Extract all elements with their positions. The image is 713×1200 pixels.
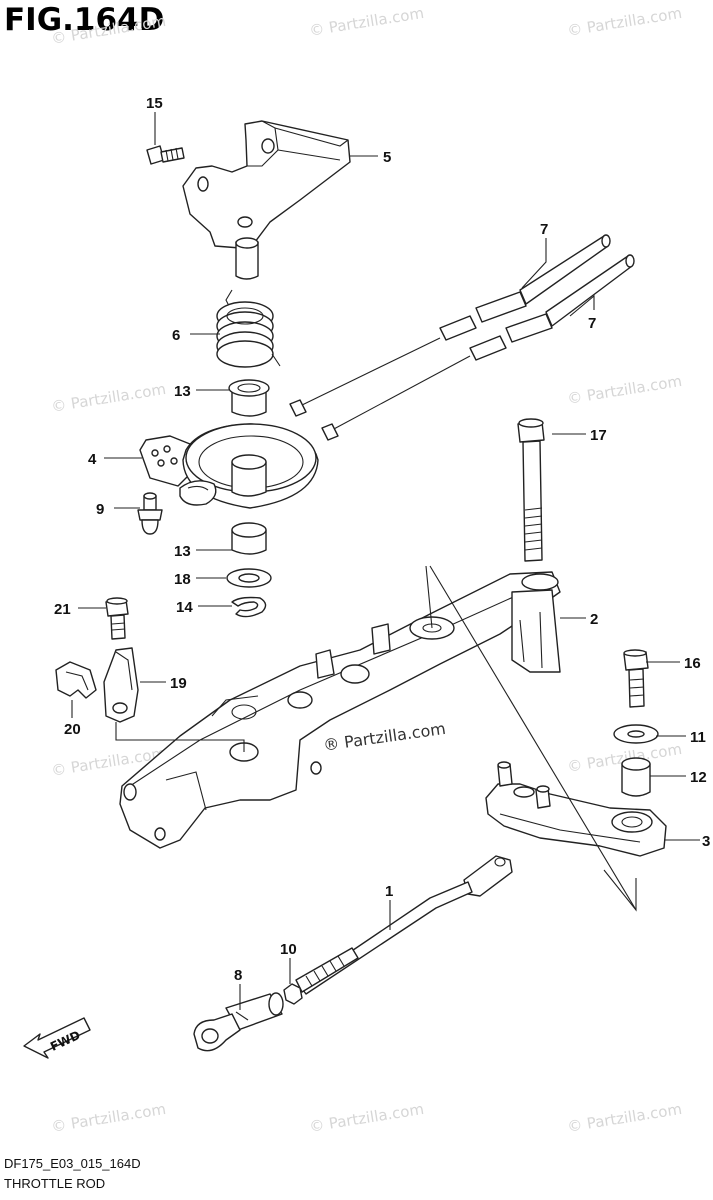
throttle-rod-1 — [295, 855, 513, 995]
throttle-drum-4 — [139, 423, 319, 509]
bolt-16 — [623, 649, 649, 708]
callout-18: 18 — [174, 571, 191, 588]
callout-1: 1 — [385, 883, 393, 900]
fwd-arrow-icon: FWD — [23, 1017, 91, 1059]
callout-9: 9 — [96, 501, 104, 518]
callout-10: 10 — [280, 941, 297, 958]
callout-7-lower: 7 — [588, 315, 596, 332]
spring-6 — [216, 289, 281, 368]
washer-18 — [226, 568, 272, 588]
callout-20: 20 — [64, 721, 81, 738]
bracket-5 — [182, 120, 351, 280]
callout-19: 19 — [170, 675, 187, 692]
callout-13-lower: 13 — [174, 543, 191, 560]
callout-12: 12 — [690, 769, 707, 786]
bolt-17 — [517, 418, 545, 562]
clip-20 — [55, 661, 97, 699]
figure-code: DF175_E03_015_164D — [4, 1156, 141, 1171]
bushing-13-lower — [231, 522, 267, 555]
throttle-cable-7 — [289, 234, 635, 441]
callout-13-upper: 13 — [174, 383, 191, 400]
callout-3: 3 — [702, 833, 710, 850]
washer-11 — [613, 724, 659, 744]
callout-5: 5 — [383, 149, 391, 166]
clamp-plate-19 — [103, 647, 139, 723]
nut-10 — [283, 983, 303, 1005]
bolt-21 — [105, 597, 129, 640]
rod-end-8 — [193, 992, 284, 1052]
callout-16: 16 — [684, 655, 701, 672]
callout-2: 2 — [590, 611, 598, 628]
throttle-arm-2 — [119, 571, 561, 849]
bushing-13-upper — [228, 379, 270, 417]
callout-8: 8 — [234, 967, 242, 984]
figure-name: THROTTLE ROD — [4, 1176, 106, 1191]
registered-icon: ® — [322, 733, 341, 755]
pin-9 — [137, 492, 163, 535]
callout-6: 6 — [172, 327, 180, 344]
lever-3 — [485, 761, 667, 857]
callout-4: 4 — [88, 451, 97, 468]
e-clip-14 — [231, 596, 267, 618]
callout-21: 21 — [54, 601, 71, 618]
callout-15: 15 — [146, 95, 163, 112]
figure-title: FIG.164D — [4, 2, 165, 38]
callout-17: 17 — [590, 427, 607, 444]
collar-12 — [621, 757, 651, 797]
callout-7-upper: 7 — [540, 221, 548, 238]
callout-14: 14 — [176, 599, 193, 616]
callout-11: 11 — [690, 729, 706, 746]
bolt-15 — [146, 145, 185, 165]
